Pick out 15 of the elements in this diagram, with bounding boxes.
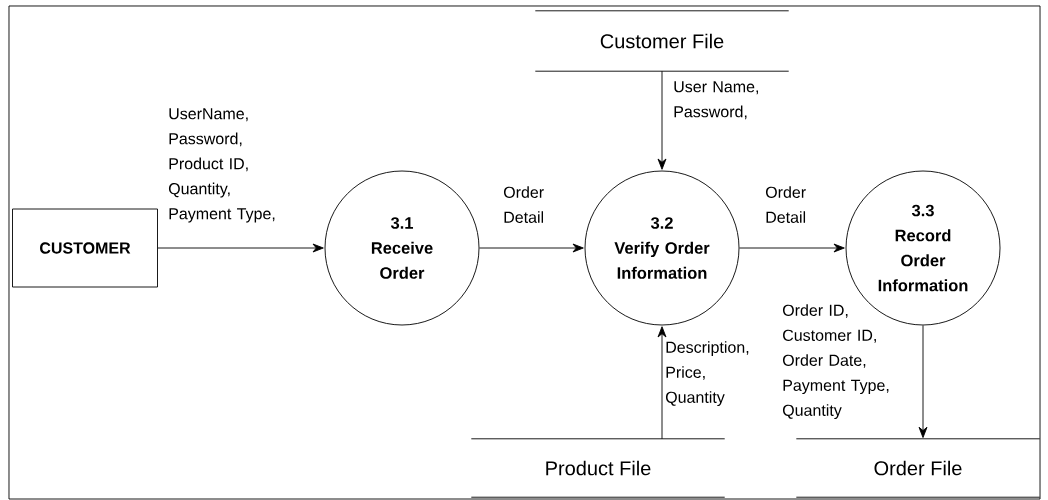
arrow xyxy=(479,243,584,253)
edge-label: User Name, Password, xyxy=(674,81,758,120)
edge-label: Order Detail xyxy=(765,186,806,223)
data-store: Product File xyxy=(470,438,726,498)
data-store: Order File xyxy=(795,438,1041,498)
entity-box: CUSTOMER xyxy=(12,208,158,288)
edge-label: Order Detail xyxy=(503,186,544,223)
arrow xyxy=(739,243,845,253)
edge-label: Description, Price, Quantity xyxy=(665,341,749,407)
arrow xyxy=(157,243,324,253)
arrow xyxy=(657,70,667,170)
arrow xyxy=(918,325,928,438)
data-store: Customer File xyxy=(534,10,790,72)
edge-label: UserName, Password, Product ID, Quantity, Payment Type, xyxy=(168,108,275,223)
arrow xyxy=(657,326,667,440)
